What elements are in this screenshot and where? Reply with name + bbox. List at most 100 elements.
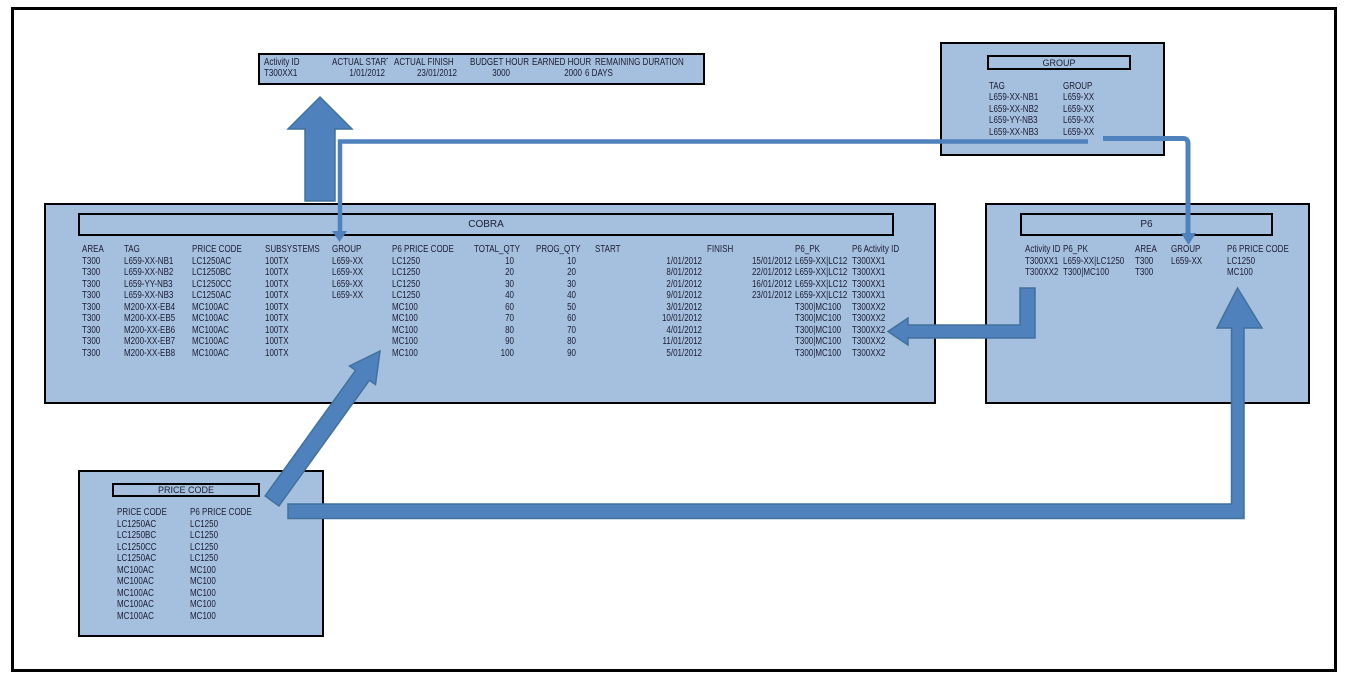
cell: L659-XX [1063,126,1095,138]
cell: M200-XX-EB4 [124,301,176,313]
cell: MC100 [392,301,418,313]
col-header: GROUP [332,244,362,255]
col-header: START [595,244,621,255]
cell: MC100 [392,347,418,359]
cell [332,336,363,348]
cell: LC1250 [190,518,219,530]
activity-summary-box [258,53,705,85]
cell [728,348,792,360]
col-header: PRICE CODE [117,507,167,518]
cell: LC1250CC [117,541,157,553]
col-header: GROUP [1063,80,1093,92]
cell: L659-YY-NB3 [124,278,173,290]
cell: T300XX1 [852,290,886,301]
cell: 100TX [265,347,289,359]
cell: L659-XX-NB2 [989,103,1039,115]
cell: LC1250AC [117,518,157,530]
cell: L659-XX-NB1 [124,255,174,267]
cell: 100TX [265,278,289,290]
cell: L659-XX-NB2 [124,267,174,278]
col-header: AREA [1135,244,1157,255]
cell: MC100 [190,576,216,587]
cell: MC100 [190,599,216,610]
cell: 90 [567,347,576,359]
cell: L659-XX [1063,103,1095,115]
cell: T300 [1135,255,1154,267]
cell: LC1250 [190,541,219,553]
cell: 70 [567,324,576,336]
cell: 20 [567,267,576,278]
cell: 100 [500,347,514,359]
col-header: P6 PRICE CODE [1227,244,1289,255]
col-header: TOTAL_QTY [474,244,520,255]
cell: 10/01/2012 [661,313,702,324]
p6-title-label: P6 [1140,219,1153,230]
cell: LC1250AC [192,290,232,301]
cell: T300XX1 [264,68,298,79]
cell: MC100AC [192,301,229,313]
cell: L659-XX [332,278,364,290]
cell: 60 [505,301,514,313]
cell: MC100AC [192,313,229,324]
cell: LC1250 [1227,255,1256,267]
col-header: TAG [124,244,140,255]
cell: 100TX [265,255,289,267]
cell: 50 [567,301,576,313]
cell: T300XX2 [852,313,886,324]
cell: 3000 [492,68,510,79]
cell: T300XX1 [1025,255,1059,267]
cell: T300 [82,301,101,313]
cell: T300 [82,324,101,336]
cell: L659-XX|LC12 [795,290,848,301]
activity-col-budget-hour: 3000 [462,68,510,80]
cell: M200-XX-EB7 [124,336,176,347]
cell: MC100AC [117,587,154,599]
cell: T300 [1135,267,1154,278]
cell: T300 [82,313,101,324]
cell: T300XX1 [852,255,886,267]
col-header: P6 PRICE CODE [190,507,252,518]
cell: L659-XX [332,267,364,278]
col-header: REMAINING DURATION [595,56,684,68]
cell: 10 [505,255,514,267]
cell: T300 [82,347,101,359]
activity-col-remaining-duration: 6 DAYS [585,68,613,80]
cell [332,302,363,314]
cell: MC100 [1227,267,1253,278]
activity-col-remaining-duration-header: REMAINING DURATION [595,57,684,69]
cell: 2000 [564,68,582,79]
price-code-title: PRICE CODE [112,483,260,497]
cell: L659-XX|LC12 [795,255,848,267]
activity-col-budget-hour-header: BUDGET HOUR [470,57,529,69]
cell: 5/01/2012 [666,347,702,359]
cell: M200-XX-EB8 [124,347,176,359]
cell [728,313,792,325]
activity-col-actual-start-header: ACTUAL START [332,57,388,69]
cell: 1/01/2012 [349,68,385,79]
cell: 100TX [265,324,289,336]
cell: L659-XX [332,290,364,301]
cell [1171,267,1202,279]
cell: 4/01/2012 [666,324,702,336]
cell: MC100AC [117,576,154,587]
cell: L659-XX|LC12 [795,267,848,278]
cell: 30 [505,278,514,290]
cell [332,325,363,337]
cell: L659-XX-NB3 [989,126,1039,138]
cell [728,302,792,314]
cell: 22/01/2012 [751,267,792,278]
cell: T300XX2 [852,301,886,313]
col-header: SUBSYSTEMS [265,244,320,255]
cell: 80 [505,324,514,336]
cell: T300 [82,336,101,347]
